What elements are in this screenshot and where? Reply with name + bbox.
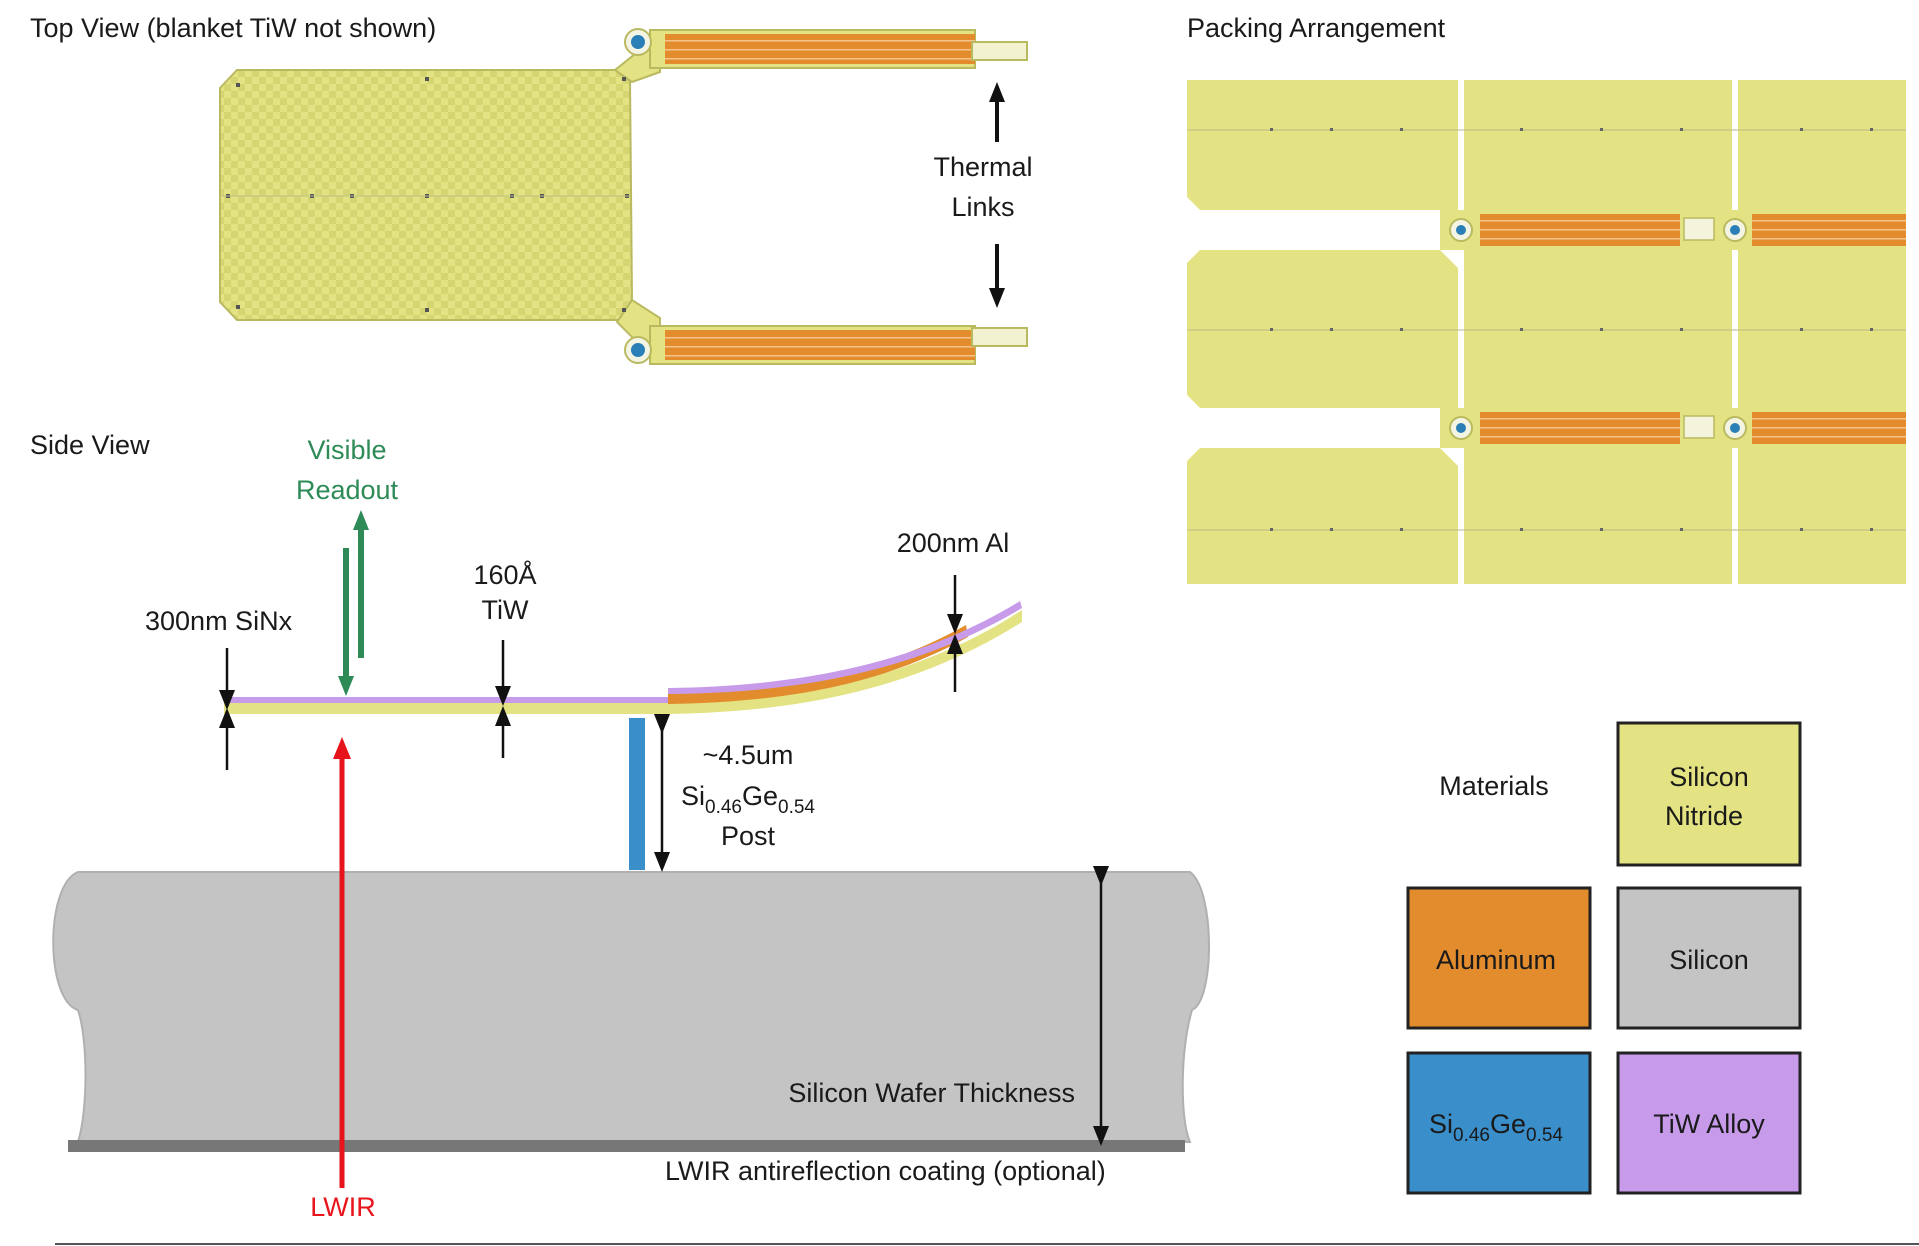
wafer-thickness-label: Silicon Wafer Thickness bbox=[788, 1078, 1075, 1108]
membrane-tiw-curve bbox=[668, 601, 1022, 694]
materials-legend: Materials Silicon Nitride Aluminum Silic… bbox=[1406, 721, 1802, 1195]
swatch-sige-label: Si0.46Ge0.54 bbox=[1429, 1109, 1563, 1146]
swatch-aluminum bbox=[1406, 886, 1592, 1030]
lower-leg-aluminum bbox=[665, 330, 975, 360]
side-view-title: Side View bbox=[30, 430, 150, 460]
packing-arrangement bbox=[1187, 80, 1906, 584]
membrane-aluminum bbox=[668, 625, 968, 704]
pack-centerlines bbox=[1187, 129, 1906, 531]
pack-pixel-r2c2 bbox=[1464, 250, 1732, 408]
swatch-aluminum-label: Aluminum bbox=[1436, 945, 1556, 975]
upper-post-icon bbox=[631, 35, 645, 49]
tiw-label-line2: TiW bbox=[482, 595, 529, 625]
post-label-line2: Si0.46Ge0.54 bbox=[681, 781, 815, 818]
swatch-silicon-nitride-line2: Nitride bbox=[1665, 801, 1743, 831]
pack-dots bbox=[1270, 128, 1873, 531]
lwir-label: LWIR bbox=[310, 1192, 376, 1222]
swatch-silicon-label: Silicon bbox=[1669, 945, 1749, 975]
ar-coating-label: LWIR antireflection coating (optional) bbox=[665, 1156, 1106, 1186]
pack-pixel-r1c2 bbox=[1464, 80, 1732, 210]
swatch-tiw bbox=[1616, 1051, 1802, 1195]
top-view-title: Top View (blanket TiW not shown) bbox=[30, 13, 436, 43]
thermal-links-line1: Thermal bbox=[933, 152, 1032, 182]
upper-leg-aluminum bbox=[665, 34, 975, 64]
sige-post bbox=[629, 718, 645, 870]
top-view-pixel bbox=[219, 28, 1028, 365]
swatch-tiw-label: TiW Alloy bbox=[1653, 1109, 1765, 1139]
post-label-line3: Post bbox=[721, 821, 776, 851]
thermal-links-line2: Links bbox=[951, 192, 1014, 222]
post-label-line1: ~4.5um bbox=[703, 740, 794, 770]
absorber-plate bbox=[219, 69, 655, 321]
pack-pixel-r3c3 bbox=[1738, 448, 1906, 584]
materials-title: Materials bbox=[1439, 771, 1549, 801]
pack-pixel-r3c2 bbox=[1464, 448, 1732, 584]
upper-leg-anchor bbox=[971, 41, 1028, 61]
lwir-ar-coating bbox=[68, 1140, 1185, 1152]
swatch-silicon-nitride bbox=[1616, 721, 1802, 867]
al-label: 200nm Al bbox=[897, 528, 1010, 558]
swatch-sige bbox=[1406, 1051, 1592, 1195]
pack-pixel-r3c1 bbox=[1187, 448, 1458, 584]
swatch-silicon-nitride-line1: Silicon bbox=[1669, 762, 1749, 792]
pack-pixel-r1c3 bbox=[1738, 80, 1906, 210]
lower-post-icon bbox=[631, 343, 645, 357]
visible-readout-line1: Visible bbox=[307, 435, 386, 465]
lower-leg-anchor bbox=[971, 327, 1028, 347]
membrane-tiw bbox=[224, 697, 668, 703]
pack-pixel-r2c3 bbox=[1738, 250, 1906, 408]
pack-pixel-r1c1 bbox=[1187, 80, 1458, 210]
visible-readout-line2: Readout bbox=[296, 475, 399, 505]
pack-pixel-r2c1 bbox=[1187, 250, 1458, 408]
swatch-silicon bbox=[1616, 886, 1802, 1030]
packing-title: Packing Arrangement bbox=[1187, 13, 1446, 43]
tiw-label-line1: 160Å bbox=[473, 559, 536, 590]
sinx-label: 300nm SiNx bbox=[145, 606, 293, 636]
